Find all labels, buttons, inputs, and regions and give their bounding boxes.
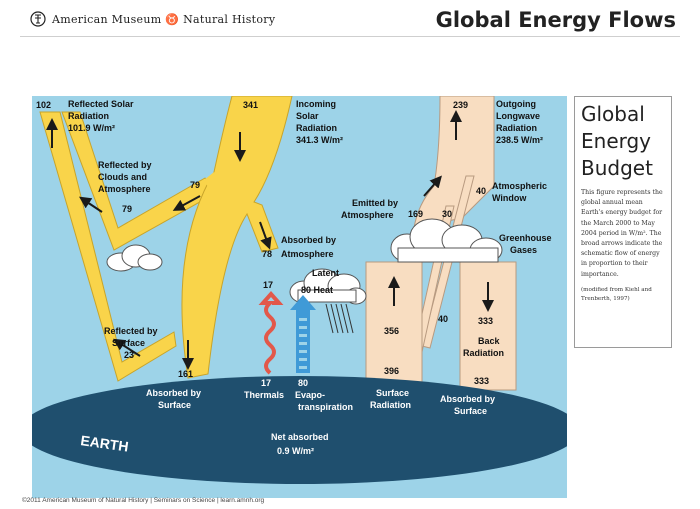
absorbed-surface-2-label-1: Absorbed by <box>440 394 495 404</box>
evapotranspiration-label-2: transpiration <box>298 402 353 412</box>
window-label-2: Window <box>492 193 527 203</box>
reflected-clouds-branch <box>204 172 222 194</box>
thermals-arrow <box>258 290 284 375</box>
evapotranspiration-arrow <box>290 295 316 373</box>
incoming-label-3: Radiation <box>296 123 337 133</box>
panel-description: This figure represents the global annual… <box>581 189 663 278</box>
net-absorbed-label-1: Net absorbed <box>271 432 329 442</box>
evapotranspiration-value: 80 <box>298 378 308 388</box>
incoming-value: 341 <box>243 100 258 110</box>
energy-budget-panel: Global Energy Budget This figure represe… <box>574 96 672 348</box>
surface-radiation-label-1: Surface <box>376 388 409 398</box>
greenhouse-label-2: Gases <box>510 245 537 255</box>
net-absorbed-label-2: 0.9 W/m² <box>277 446 314 456</box>
back-radiation-label-2: Radiation <box>463 348 504 358</box>
header-org: American Museum ♉ Natural History <box>30 11 275 27</box>
panel-title-2: Energy <box>581 129 652 153</box>
outgoing-label-3: Radiation <box>496 123 537 133</box>
arrow-icon <box>46 110 494 370</box>
back-radiation-label-1: Back <box>478 336 501 346</box>
panel-note: (modified from Kiehl and Trenberth, 1997… <box>581 286 652 302</box>
reflected-by-clouds-band <box>61 111 215 251</box>
panel-title-3: Budget <box>581 156 653 180</box>
absorbed-atmosphere-label-1: Absorbed by <box>281 235 336 245</box>
back-radiation-bottom-value: 333 <box>474 376 489 386</box>
evapotranspiration-label-1: Evapo- <box>295 390 325 400</box>
window-label-1: Atmospheric <box>492 181 547 191</box>
surface-radiation-bottom-value: 396 <box>384 366 399 376</box>
clouds-value-inner: 79 <box>122 204 132 214</box>
thermals-top-value: 17 <box>263 280 273 290</box>
reflected-label-2: Radiation <box>68 111 109 121</box>
thermals-label: Thermals <box>244 390 284 400</box>
cloud-icon <box>390 218 503 263</box>
incoming-label-4: 341.3 W/m² <box>296 135 343 145</box>
absorbed-surface-label-1: Absorbed by <box>146 388 201 398</box>
back-radiation-column <box>459 261 517 391</box>
earth-ellipse <box>32 376 567 484</box>
reflected-by-surface-band <box>39 111 177 382</box>
emitted-label-2: Atmosphere <box>341 210 394 220</box>
small-40-value: 40 <box>438 314 448 324</box>
greenhouse-label-1: Greenhouse <box>499 233 552 243</box>
clouds-label-2: Clouds and <box>98 172 147 182</box>
outgoing-label-1: Outgoing <box>496 99 536 109</box>
absorbed-surface-value: 161 <box>178 369 193 379</box>
back-radiation-value: 333 <box>478 316 493 326</box>
earth-label: EARTH <box>80 432 130 455</box>
org-name: American Museum ♉ Natural History <box>52 12 276 26</box>
clouds-value-arrow: 79 <box>190 180 200 190</box>
surface-radiation-label-2: Radiation <box>370 400 411 410</box>
latent-label-1: Latent <box>312 268 339 278</box>
reflected-label-1: Reflected Solar <box>68 99 134 109</box>
incoming-label-2: Solar <box>296 111 319 121</box>
cloud-icon <box>289 268 367 305</box>
surface-radiation-up-value: 356 <box>384 326 399 336</box>
absorbed-atmosphere-value: 78 <box>262 249 272 259</box>
reflected-value: 102 <box>36 100 51 110</box>
outgoing-longwave-band <box>413 96 495 229</box>
latent-label-2: 80 Heat <box>301 285 333 295</box>
cloud-icon <box>106 244 163 272</box>
reflected-label-3: 101.9 W/m² <box>68 123 115 133</box>
absorbed-atmosphere-label-2: Atmosphere <box>281 249 334 259</box>
incoming-solar-band <box>181 96 293 379</box>
clouds-label-1: Reflected by <box>98 160 152 170</box>
emitted-label-1: Emitted by <box>352 198 398 208</box>
outgoing-value: 239 <box>453 100 468 110</box>
surface-reflected-label-1: Reflected by <box>104 326 158 336</box>
incoming-label-1: Incoming <box>296 99 336 109</box>
clouds-label-3: Atmosphere <box>98 184 151 194</box>
outgoing-label-4: 238.5 W/m² <box>496 135 543 145</box>
amnh-logo-icon <box>30 11 46 27</box>
surface-reflected-value: 23 <box>124 350 134 360</box>
thermals-value: 17 <box>261 378 271 388</box>
emitted-value: 169 <box>408 209 423 219</box>
panel-title-1: Global <box>581 102 645 126</box>
header-divider <box>20 36 680 37</box>
outgoing-label-2: Longwave <box>496 111 540 121</box>
page-title: Global Energy Flows <box>435 8 676 32</box>
window-value: 40 <box>476 186 486 196</box>
rain-lines <box>325 303 354 334</box>
absorbed-surface-label-2: Surface <box>158 400 191 410</box>
emitted-small-value: 30 <box>442 209 452 219</box>
surface-reflected-label-2: Surface <box>112 338 145 348</box>
absorbed-surface-2-label-2: Surface <box>454 406 487 416</box>
footer-credit: ©2011 American Museum of Natural History… <box>22 497 265 504</box>
